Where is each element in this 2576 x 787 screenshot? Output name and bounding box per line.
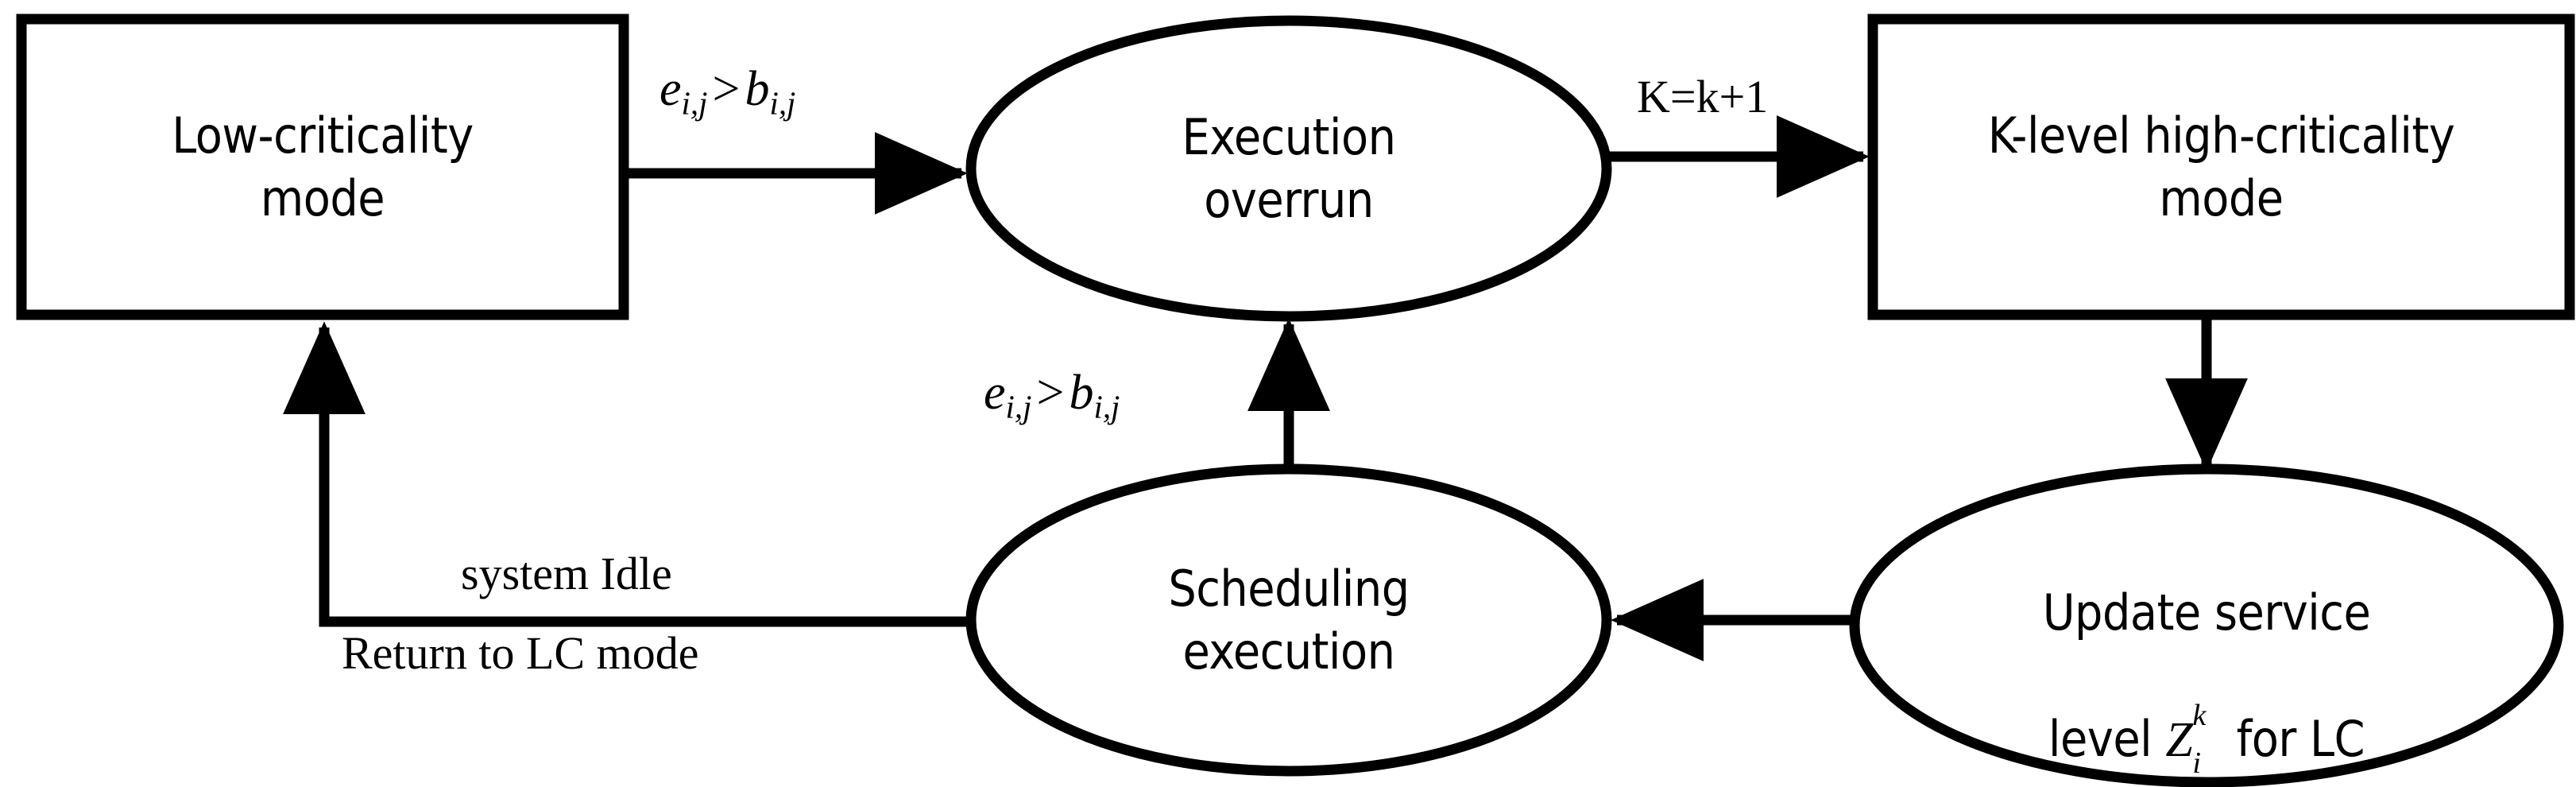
node-scheduling-execution-shape[interactable]	[965, 463, 1612, 777]
node-k-level-high-criticality-mode-shape[interactable]	[1867, 14, 2575, 320]
edge-scheduling-to-low	[283, 321, 971, 627]
node-update-service-level-shape[interactable]	[1849, 463, 2564, 787]
node-low-criticality-mode-shape[interactable]	[16, 14, 629, 320]
node-execution-overrun-shape[interactable]	[965, 15, 1612, 322]
